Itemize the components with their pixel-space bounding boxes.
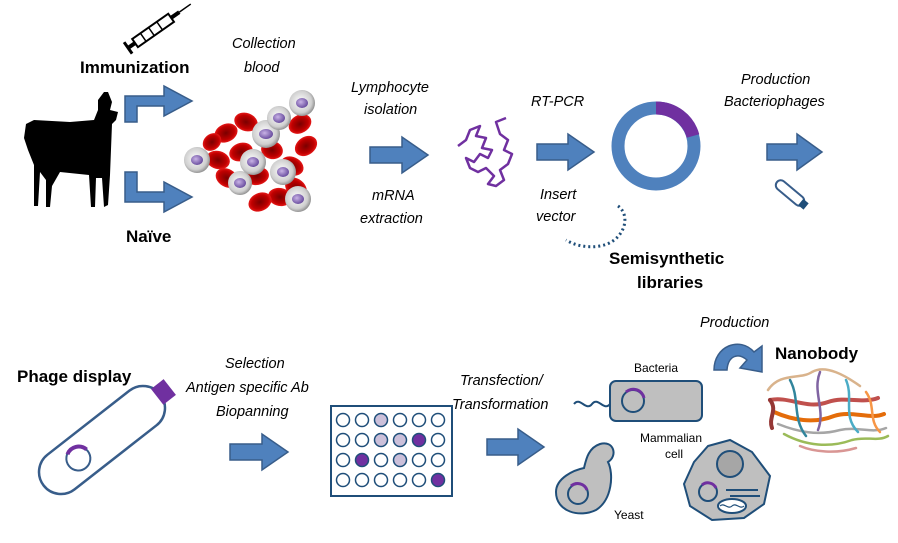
branch-arrow-up xyxy=(124,84,194,123)
collection-label-1: Collection xyxy=(232,36,296,52)
naive-label: Naïve xyxy=(126,227,171,246)
syringe-icon xyxy=(122,3,192,55)
selection-label-3: Biopanning xyxy=(216,404,289,420)
rtpcr-label: RT-PCR xyxy=(531,94,585,110)
insert-label-2: vector xyxy=(536,209,577,225)
mrna-label-1: mRNA xyxy=(372,188,415,204)
nanobody-label: Nanobody xyxy=(775,344,859,363)
semisynthetic-label-2: libraries xyxy=(637,273,703,292)
bacteria-label: Bacteria xyxy=(634,361,678,375)
mrna-squiggle-icon xyxy=(457,116,514,188)
arrow-curved-production xyxy=(713,343,763,373)
mammalian-cell-icon xyxy=(682,438,772,522)
arrow-selection xyxy=(229,432,290,472)
transfection-label-1: Transfection/ xyxy=(460,373,545,389)
phage-display-label: Phage display xyxy=(17,367,132,386)
selection-label-2: Antigen specific Ab xyxy=(185,380,309,396)
lymphocyte-label-2: isolation xyxy=(364,102,417,118)
semisynthetic-label-1: Semisynthetic xyxy=(609,249,724,268)
transfection-label-2: Transformation xyxy=(452,397,548,413)
mammalian-label-1: Mammalian xyxy=(640,431,702,445)
arrow-lymphocyte xyxy=(369,135,430,175)
phage-large-icon xyxy=(37,379,176,496)
immunization-label: Immunization xyxy=(80,58,190,77)
insert-arc-icon xyxy=(565,204,627,249)
mammalian-label-2: cell xyxy=(665,447,683,461)
yeast-icon xyxy=(554,442,615,515)
well-plate-icon xyxy=(330,405,453,497)
production-bacteriophages-label-2: Bacteriophages xyxy=(724,94,825,110)
collection-label-2: blood xyxy=(244,60,280,76)
nanobody-structure-icon xyxy=(766,368,890,453)
production-label: Production xyxy=(700,315,769,331)
vector-plasmid-icon xyxy=(611,101,701,191)
bacteria-icon xyxy=(573,380,703,422)
arrow-rtpcr xyxy=(536,132,596,172)
lymphocyte-label-1: Lymphocyte xyxy=(351,80,429,96)
llama-icon xyxy=(24,92,118,207)
production-bacteriophages-label-1: Production xyxy=(741,72,810,88)
arrow-production xyxy=(766,132,824,172)
yeast-label: Yeast xyxy=(614,508,644,522)
insert-label-1: Insert xyxy=(540,187,577,203)
mrna-label-2: extraction xyxy=(360,211,423,227)
branch-arrow-down xyxy=(124,171,194,214)
blood-cells-icon xyxy=(184,90,318,212)
selection-label-1: Selection xyxy=(225,356,285,372)
phage-small-icon xyxy=(774,179,809,210)
arrow-transfection xyxy=(486,427,546,467)
